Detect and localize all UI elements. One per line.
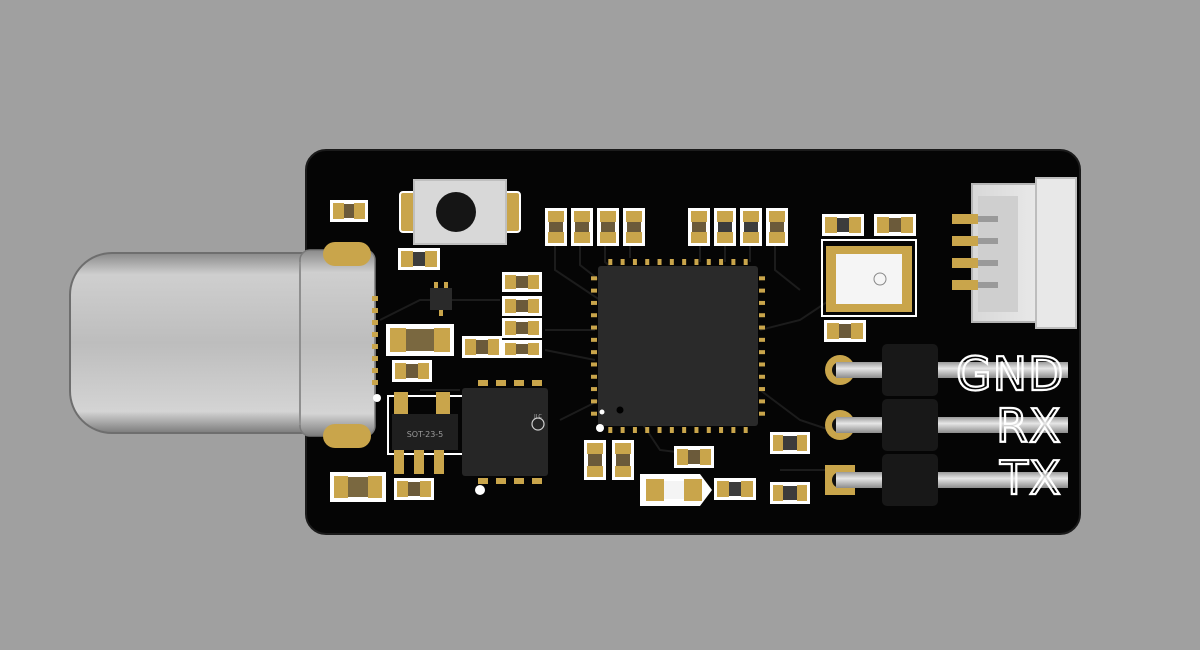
mcu-pad [591,350,597,355]
mcu-pad [719,427,724,433]
mcu-pad [731,427,736,433]
passive-components [330,200,916,504]
jst-connector-icon [952,177,1077,329]
mcu-pad [759,313,765,318]
mcu-pad [706,259,711,265]
mcu-pad [759,325,765,330]
mcu-pad [759,411,765,416]
mcu-pad [759,374,765,379]
mcu-pad [591,300,597,305]
mcu-pad [759,288,765,293]
mcu-pad [657,427,662,433]
mcu-pad [591,362,597,367]
mcu-pad [591,387,597,392]
mcu-pad [694,427,699,433]
mcu-pad [591,337,597,342]
mcu-pad [591,325,597,330]
mcu-pad [743,259,748,265]
mcu-pad [645,259,650,265]
mcu-pad [632,427,637,433]
mcu-pad [731,259,736,265]
transistor-icon [430,282,452,316]
mcu-pad [759,337,765,342]
mcu-pad [706,427,711,433]
voltage-regulator-icon: SOT-23-5 [387,392,465,474]
tactile-switch-icon [399,179,521,245]
mcu-pad [657,259,662,265]
mcu-pad [620,259,625,265]
usb-c-receptacle-icon [69,242,378,448]
mcu-pad [759,387,765,392]
mcu-pad [759,350,765,355]
regulator-marking: SOT-23-5 [407,430,444,439]
mcu-pad [694,259,699,265]
mcu-pad [591,288,597,293]
mcu-pad [759,399,765,404]
mcu-pad [669,427,674,433]
mcu-pad [591,399,597,404]
pin-label-gnd: GND [956,347,1064,401]
mcu-pad [591,313,597,318]
ic-logo-text: JLC [533,414,542,420]
mcu-chip-icon [591,259,765,433]
mcu-pad [591,374,597,379]
mcu-pad [682,259,687,265]
pin-header-icon [825,344,1068,506]
mcu-pad [645,427,650,433]
mcu-pad [632,259,637,265]
mcu-pad [759,362,765,367]
mcu-pad [682,427,687,433]
led-icon [640,474,712,506]
pin-label-tx: TX [999,451,1062,505]
mcu-pad [620,427,625,433]
crystal-oscillator-icon [821,239,917,317]
mcu-pad [759,276,765,281]
pin-label-rx: RX [996,399,1061,453]
mcu-pad [591,411,597,416]
mcu-pad [591,276,597,281]
mcu-pad [669,259,674,265]
mcu-pad [608,427,613,433]
mcu-pad [719,259,724,265]
mcu-pad [759,300,765,305]
mcu-pad [743,427,748,433]
qfn-chip-icon: JLC [462,380,548,484]
vias [373,394,605,495]
mcu-pad [608,259,613,265]
